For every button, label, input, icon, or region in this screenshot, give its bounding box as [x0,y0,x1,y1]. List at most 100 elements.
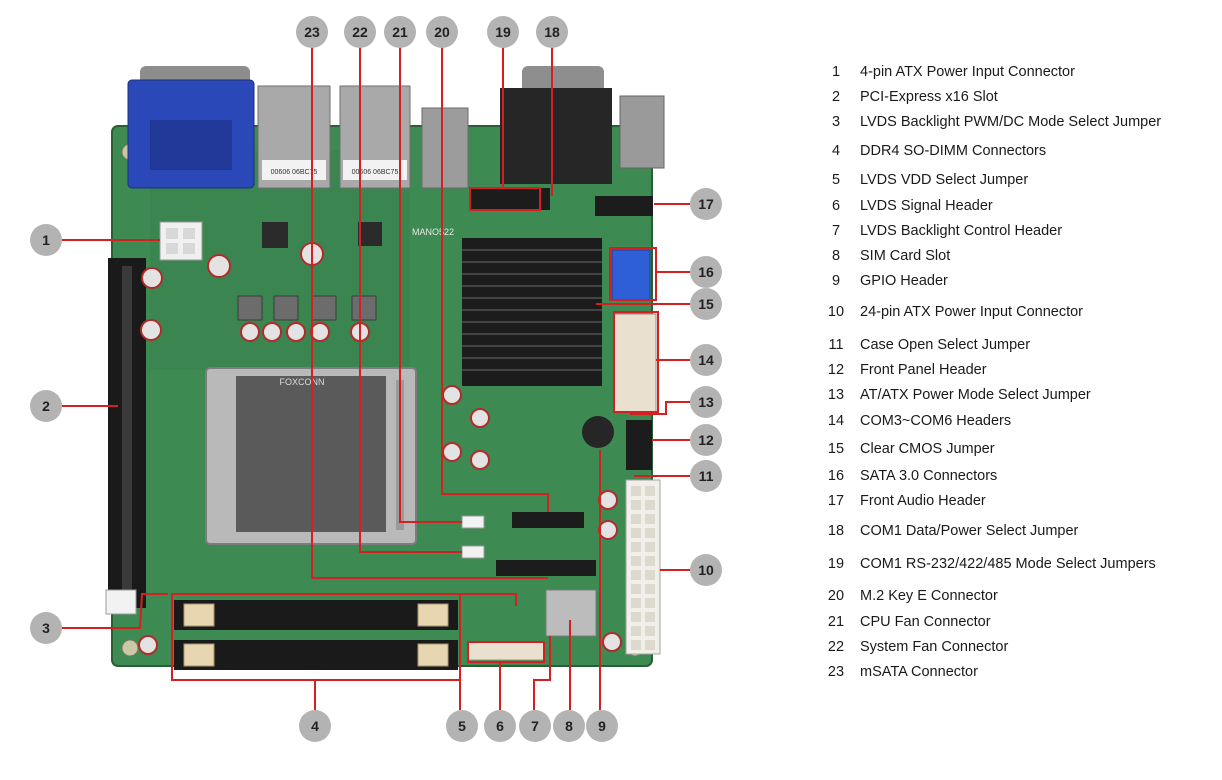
legend-number: 12 [827,362,845,378]
legend-text: SATA 3.0 Connectors [860,468,998,484]
callout-6-number: 6 [496,718,504,734]
capacitor [138,635,158,655]
legend-number: 8 [831,248,841,264]
atx-4pin-pin [183,228,195,239]
callout-11: 11 [690,460,722,492]
choke [311,295,337,321]
legend-number: 10 [827,304,845,320]
msata-slot [496,560,596,576]
capacitor [286,322,306,342]
callout-line-5 [459,593,517,710]
callout-17-number: 17 [698,196,714,212]
callout-10: 10 [690,554,722,586]
callout-2: 2 [30,390,62,422]
callout-15-number: 15 [698,296,714,312]
capacitor [442,385,462,405]
callout-22-number: 22 [352,24,368,40]
callout-16: 16 [690,256,722,288]
legend-number: 18 [827,523,845,539]
sata-connectors [611,249,651,301]
callout-7: 7 [519,710,551,742]
legend-number: 16 [827,468,845,484]
capacitor [240,322,260,342]
socket-brand-label: FOXCONN [280,377,325,387]
callout-5: 5 [446,710,478,742]
legend-number: 13 [827,387,845,403]
legend-number: 21 [827,614,845,630]
callout-15: 15 [690,288,722,320]
legend-text: System Fan Connector [860,639,1009,655]
capacitor [602,632,622,652]
legend-item: 13 AT/ATX Power Mode Select Jumper [818,387,1213,409]
legend-number: 5 [831,172,841,188]
capacitor [470,450,490,470]
callout-12-number: 12 [698,432,714,448]
legend-number: 3 [831,114,841,130]
callout-10-number: 10 [698,562,714,578]
callout-18: 18 [536,16,568,48]
callout-21-number: 21 [392,24,408,40]
capacitor [141,267,163,289]
vga-connector-inner [150,120,232,170]
callout-lines [62,46,690,712]
buzzer [582,416,614,448]
legend-text: LVDS Backlight PWM/DC Mode Select Jumper [860,114,1162,130]
legend-number: 23 [827,664,845,680]
heatsink-fins [462,249,602,371]
chokes [237,295,377,321]
legend-item: 3 LVDS Backlight PWM/DC Mode Select Jumpe… [818,114,1213,136]
callout-line-13 [630,401,690,415]
callout-8: 8 [553,710,585,742]
legend-item: 16 SATA 3.0 Connectors [818,468,1213,490]
callout-line-21 [399,46,462,523]
capacitor [598,490,618,510]
legend-text: AT/ATX Power Mode Select Jumper [860,387,1091,403]
callout-23: 23 [296,16,328,48]
com1-jumper-block [470,188,550,210]
legend-text: Front Panel Header [860,362,987,378]
legend-text: mSATA Connector [860,664,978,680]
legend-text: 24-pin ATX Power Input Connector [860,304,1083,320]
legend-text: CPU Fan Connector [860,614,991,630]
lan-port-1-sticker [262,160,326,180]
so-dimm-latches [183,603,449,667]
legend-text: Case Open Select Jumper [860,337,1031,353]
usb-port-stack [421,107,469,189]
callout-19-number: 19 [495,24,511,40]
legend-item: 14 COM3~COM6 Headers [818,413,1213,435]
legend-number: 15 [827,441,845,457]
legend-item: 10 24-pin ATX Power Input Connector [818,304,1213,326]
atx-24pin-pins [631,486,655,650]
callout-23-number: 23 [304,24,320,40]
legend-item: 23 mSATA Connector [818,664,1213,686]
capacitor [310,322,330,342]
callout-2-number: 2 [42,398,50,414]
legend-text: Front Audio Header [860,493,986,509]
callout-17: 17 [690,188,722,220]
pcie-x16-slot-groove [122,266,132,600]
lvds-signal-header-block [467,641,545,661]
legend-number: 14 [827,413,845,429]
callout-18-number: 18 [544,24,560,40]
chip [262,222,288,248]
legend-text: COM3~COM6 Headers [860,413,1012,429]
com-headers-block [613,313,657,413]
callout-22: 22 [344,16,376,48]
callout-9-number: 9 [598,718,606,734]
legend-number: 6 [831,198,841,214]
callout-21: 21 [384,16,416,48]
audio-jacks [619,95,665,169]
callout-1-number: 1 [42,232,50,248]
callout-5-number: 5 [458,718,466,734]
choke [273,295,299,321]
so-dimm-slot-2 [174,640,458,670]
system-fan-connector [461,545,485,559]
capacitor [140,319,162,341]
